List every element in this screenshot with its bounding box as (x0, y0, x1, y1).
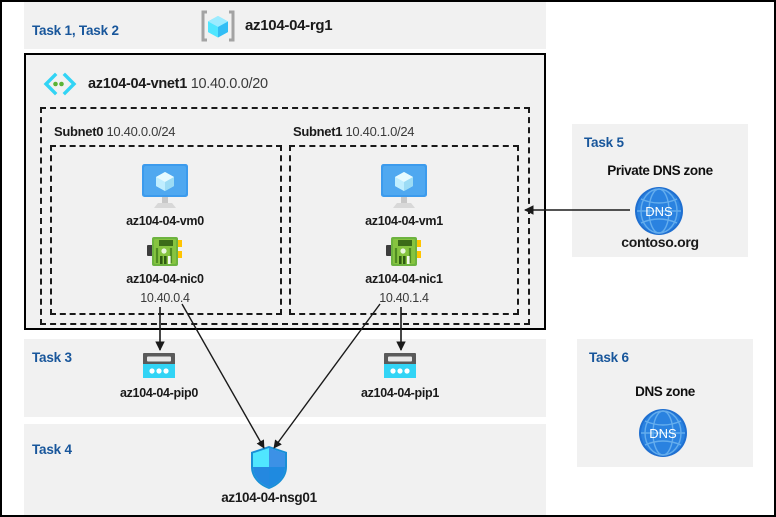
private-dns-zone-name: contoso.org (621, 234, 699, 250)
public-ip-task-label: Task 3 (32, 350, 72, 365)
public-ip-address-icon-0 (141, 352, 177, 380)
subnet0-name: Subnet0 (54, 124, 104, 139)
vnet-container (24, 53, 546, 330)
subnet1-title: Subnet1 10.40.1.0/24 (293, 124, 414, 139)
subnet0-nic-ip: 10.40.0.4 (140, 291, 190, 305)
subnet1-network-interface-icon (386, 235, 423, 268)
nsg-task-label: Task 4 (32, 442, 72, 457)
private-dns-icon-text: DNS (645, 204, 673, 219)
subnet0-vm-label: az104-04-vm0 (126, 214, 204, 228)
virtual-network-icon (42, 72, 78, 96)
resource-group-icon (201, 10, 235, 42)
private-dns-task-label: Task 5 (584, 135, 624, 150)
public-dns-task-label: Task 6 (589, 350, 629, 365)
private-dns-zone-title: Private DNS zone (607, 163, 713, 178)
resource-group-panel (24, 2, 546, 49)
subnet0-virtual-machine-icon (135, 162, 195, 210)
public-dns-zone-title: DNS zone (635, 384, 695, 399)
subnet1-virtual-machine-icon (374, 162, 434, 210)
vnet-name-text: az104-04-vnet1 (88, 76, 187, 92)
public-ip-label-0: az104-04-pip0 (119, 386, 199, 400)
subnet0-box (50, 145, 282, 315)
subnet0-title: Subnet0 10.40.0.0/24 (54, 124, 175, 139)
vnet-name: az104-04-vnet1 10.40.0.0/20 (88, 76, 268, 92)
public-ip-panel (24, 339, 546, 417)
subnet1-box (289, 145, 519, 315)
vnet-address-space: 10.40.0.0/20 (190, 76, 268, 92)
subnet1-vm-label: az104-04-vm1 (365, 214, 443, 228)
resource-group-task-label: Task 1, Task 2 (32, 23, 119, 38)
public-dns-zone-icon: DNS (638, 408, 688, 458)
subnet1-name: Subnet1 (293, 124, 343, 139)
public-ip-label-1: az104-04-pip1 (360, 386, 440, 400)
nsg-label: az104-04-nsg01 (221, 490, 317, 505)
subnet1-cidr: 10.40.1.0/24 (345, 124, 415, 139)
public-ip-address-icon-1 (382, 352, 418, 380)
subnet0-network-interface-icon (147, 235, 184, 268)
subnet1-nic-ip: 10.40.1.4 (379, 291, 429, 305)
network-security-group-icon (249, 445, 289, 490)
public-dns-icon-text: DNS (649, 426, 677, 441)
subnet0-nic-label: az104-04-nic0 (126, 272, 204, 286)
private-dns-zone-icon: DNS (634, 186, 684, 236)
subnet0-cidr: 10.40.0.0/24 (106, 124, 176, 139)
resource-group-name: az104-04-rg1 (245, 17, 333, 34)
subnet1-nic-label: az104-04-nic1 (365, 272, 443, 286)
